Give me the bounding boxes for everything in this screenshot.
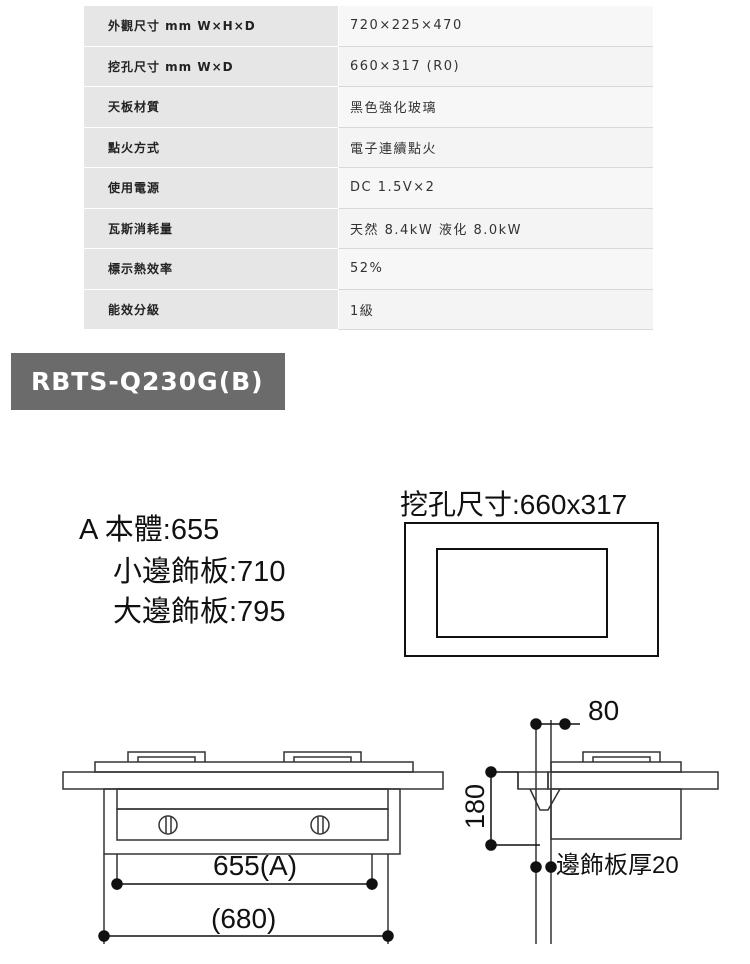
width-dimension-lines bbox=[98, 878, 394, 942]
model-banner: RBTS-Q230G(B) bbox=[11, 353, 285, 410]
outer-width-label: (680) bbox=[211, 903, 277, 934]
small-trim-label: 小邊飾板:710 bbox=[113, 556, 286, 588]
spec-value: 黑色強化玻璃 bbox=[338, 87, 653, 128]
inner-width-label: 655(A) bbox=[213, 850, 298, 881]
spec-value: 1級 bbox=[338, 289, 653, 330]
spec-label: 挖孔尺寸 mm W×D bbox=[84, 46, 338, 87]
trim-thickness-label: 邊飾板厚20 bbox=[556, 852, 679, 879]
body-dimension-label: A 本體:655 bbox=[79, 514, 220, 546]
spec-value: 天然 8.4kW 液化 8.0kW bbox=[338, 208, 653, 249]
spec-value: 52% bbox=[338, 249, 653, 290]
stove-front-view bbox=[62, 751, 444, 944]
spec-value: DC 1.5V×2 bbox=[338, 168, 653, 209]
spec-value: 720×225×470 bbox=[338, 6, 653, 47]
side-offset-label: 80 bbox=[588, 695, 620, 726]
spec-value: 電子連續點火 bbox=[338, 127, 653, 168]
spec-row: 瓦斯消耗量天然 8.4kW 液化 8.0kW bbox=[84, 208, 653, 249]
spec-label: 能效分級 bbox=[84, 289, 338, 330]
spec-label: 標示熱效率 bbox=[84, 249, 338, 290]
model-name: RBTS-Q230G(B) bbox=[31, 367, 264, 396]
spec-label: 天板材質 bbox=[84, 87, 338, 128]
stove-side-view bbox=[517, 720, 719, 944]
spec-row: 點火方式電子連續點火 bbox=[84, 127, 653, 168]
spec-label: 瓦斯消耗量 bbox=[84, 208, 338, 249]
cutout-inner-rect bbox=[436, 548, 608, 638]
spec-label: 點火方式 bbox=[84, 127, 338, 168]
cutout-outer-rect bbox=[404, 522, 659, 657]
spec-label: 使用電源 bbox=[84, 168, 338, 209]
spec-row: 天板材質黑色強化玻璃 bbox=[84, 87, 653, 128]
side-dimension-lines bbox=[485, 718, 580, 873]
large-trim-label: 大邊飾板:795 bbox=[113, 596, 286, 628]
spec-label: 外觀尺寸 mm W×H×D bbox=[84, 6, 338, 47]
cutout-label: 挖孔尺寸:660x317 bbox=[400, 489, 628, 520]
spec-value: 660×317 (R0) bbox=[338, 46, 653, 87]
